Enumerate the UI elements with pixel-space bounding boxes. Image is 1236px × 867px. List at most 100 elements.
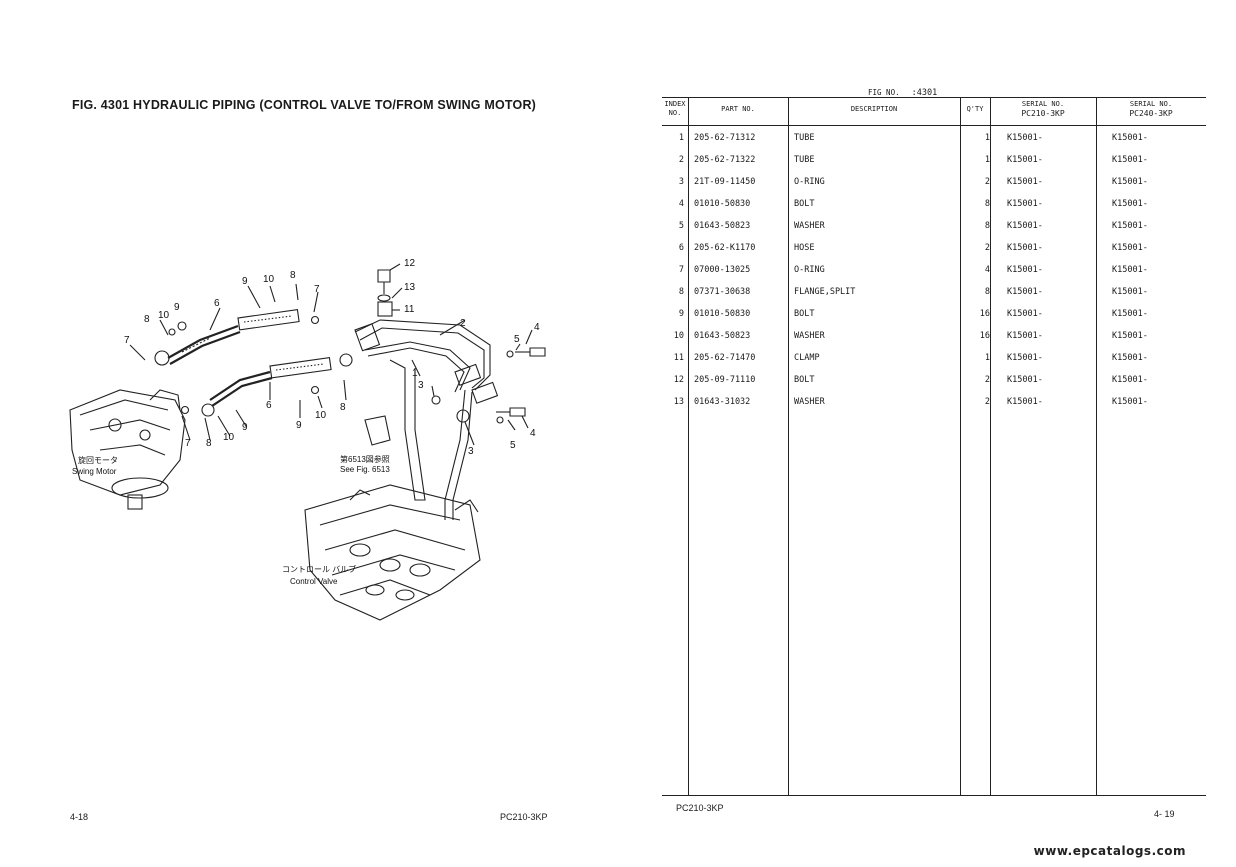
callout-5: 5 <box>514 334 520 345</box>
callout-12: 12 <box>404 258 416 269</box>
column-divider <box>990 98 991 795</box>
header-serial-2-model: PC240-3KP <box>1129 109 1173 118</box>
cell-part-no: 01010-50830 <box>694 199 751 209</box>
see-fig-jp-label: 第6513図参照 <box>340 454 390 464</box>
fig-no-value: :4301 <box>911 88 938 98</box>
callout-numbers: 7 8 10 9 6 9 10 8 7 12 13 11 2 4 5 1 3 4… <box>124 258 540 457</box>
left-page-number: 4-18 <box>70 812 89 822</box>
cell-index: 12 <box>673 375 684 385</box>
header-serial-1-label: SERIAL NO. <box>1021 100 1065 108</box>
header-description: DESCRIPTION <box>850 105 898 113</box>
cell-qty: 16 <box>979 331 990 341</box>
cell-qty: 16 <box>979 309 990 319</box>
callout-9: 9 <box>242 276 248 287</box>
cell-serial2: K15001- <box>1112 287 1148 297</box>
header-serial-1: SERIAL NO. PC210-3KP <box>990 100 1096 118</box>
cell-qty: 4 <box>984 265 990 275</box>
cell-serial1: K15001- <box>1007 221 1043 231</box>
column-divider <box>960 98 961 795</box>
left-model: PC210-3KP <box>500 812 548 822</box>
cell-index: 10 <box>673 331 684 341</box>
cell-description: O-RING <box>794 265 825 275</box>
callout-9: 9 <box>242 422 248 433</box>
cell-serial2: K15001- <box>1112 221 1148 231</box>
cell-description: TUBE <box>794 155 815 165</box>
cell-description: WASHER <box>794 397 825 407</box>
callout-9: 9 <box>296 420 302 431</box>
cell-serial1: K15001- <box>1007 287 1043 297</box>
callout-7: 7 <box>314 284 320 295</box>
header-serial-2-label: SERIAL NO. <box>1129 100 1173 108</box>
right-page: FIG NO.:4301 INDEX NO. PART NO. DESCRIPT… <box>618 0 1236 867</box>
cell-serial1: K15001- <box>1007 353 1043 363</box>
cell-part-no: 205-62-K1170 <box>694 243 756 253</box>
cell-qty: 8 <box>984 199 990 209</box>
callout-10: 10 <box>223 432 235 443</box>
cell-qty: 2 <box>984 177 990 187</box>
callout-3: 3 <box>418 380 424 391</box>
control-valve-jp-label: コントロール バルブ <box>282 564 356 574</box>
header-index: INDEX NO. <box>662 100 688 118</box>
callout-10: 10 <box>158 310 170 321</box>
cell-qty: 1 <box>984 155 990 165</box>
callout-3: 3 <box>468 446 474 457</box>
hydraulic-piping-diagram: 7 8 10 9 6 9 10 8 7 12 13 11 2 4 5 1 3 4… <box>69 258 546 621</box>
cell-serial2: K15001- <box>1112 309 1148 319</box>
cell-qty: 8 <box>984 287 990 297</box>
callout-4: 4 <box>534 322 540 333</box>
cell-serial2: K15001- <box>1112 375 1148 385</box>
cell-part-no: 205-09-71110 <box>694 375 756 385</box>
swing-motor-jp-label: 旋回モータ <box>78 455 118 465</box>
cell-index: 13 <box>673 397 684 407</box>
fig-no-label: FIG NO. <box>868 88 900 97</box>
cell-serial1: K15001- <box>1007 133 1043 143</box>
figure-title: FIG. 4301 HYDRAULIC PIPING (CONTROL VALV… <box>72 98 537 112</box>
cell-description: WASHER <box>794 331 825 341</box>
control-valve-drawing <box>304 484 481 621</box>
callout-8: 8 <box>340 402 346 413</box>
cell-part-no: 205-62-71322 <box>694 155 756 165</box>
cell-description: TUBE <box>794 133 815 143</box>
right-page-number: 4- 19 <box>1154 809 1175 819</box>
control-valve-label: Control Valve <box>290 577 338 586</box>
callout-11: 11 <box>404 304 415 315</box>
cell-qty: 2 <box>984 243 990 253</box>
callout-9: 9 <box>174 302 180 313</box>
cell-serial2: K15001- <box>1112 199 1148 209</box>
cell-serial2: K15001- <box>1112 397 1148 407</box>
cell-description: BOLT <box>794 309 815 319</box>
cell-index: 9 <box>678 309 684 319</box>
callout-7: 7 <box>124 335 130 346</box>
header-index-label: INDEX <box>664 100 686 108</box>
cell-serial2: K15001- <box>1112 331 1148 341</box>
callout-7: 7 <box>185 438 191 449</box>
cell-description: O-RING <box>794 177 825 187</box>
cell-serial1: K15001- <box>1007 375 1043 385</box>
cell-index: 11 <box>673 353 684 363</box>
cell-serial1: K15001- <box>1007 199 1043 209</box>
cell-index: 4 <box>678 199 684 209</box>
cell-serial2: K15001- <box>1112 265 1148 275</box>
cell-serial1: K15001- <box>1007 309 1043 319</box>
cell-serial1: K15001- <box>1007 243 1043 253</box>
column-divider <box>1096 98 1097 795</box>
cell-serial1: K15001- <box>1007 331 1043 341</box>
column-divider <box>788 98 789 795</box>
callout-8: 8 <box>144 314 150 325</box>
cell-part-no: 07371-30638 <box>694 287 751 297</box>
cell-serial1: K15001- <box>1007 265 1043 275</box>
header-serial-1-model: PC210-3KP <box>1021 109 1065 118</box>
cell-part-no: 01643-31032 <box>694 397 751 407</box>
cell-serial2: K15001- <box>1112 155 1148 165</box>
cell-part-no: 01643-50823 <box>694 221 751 231</box>
swing-motor-drawing <box>69 389 186 510</box>
right-model: PC210-3KP <box>676 803 724 813</box>
